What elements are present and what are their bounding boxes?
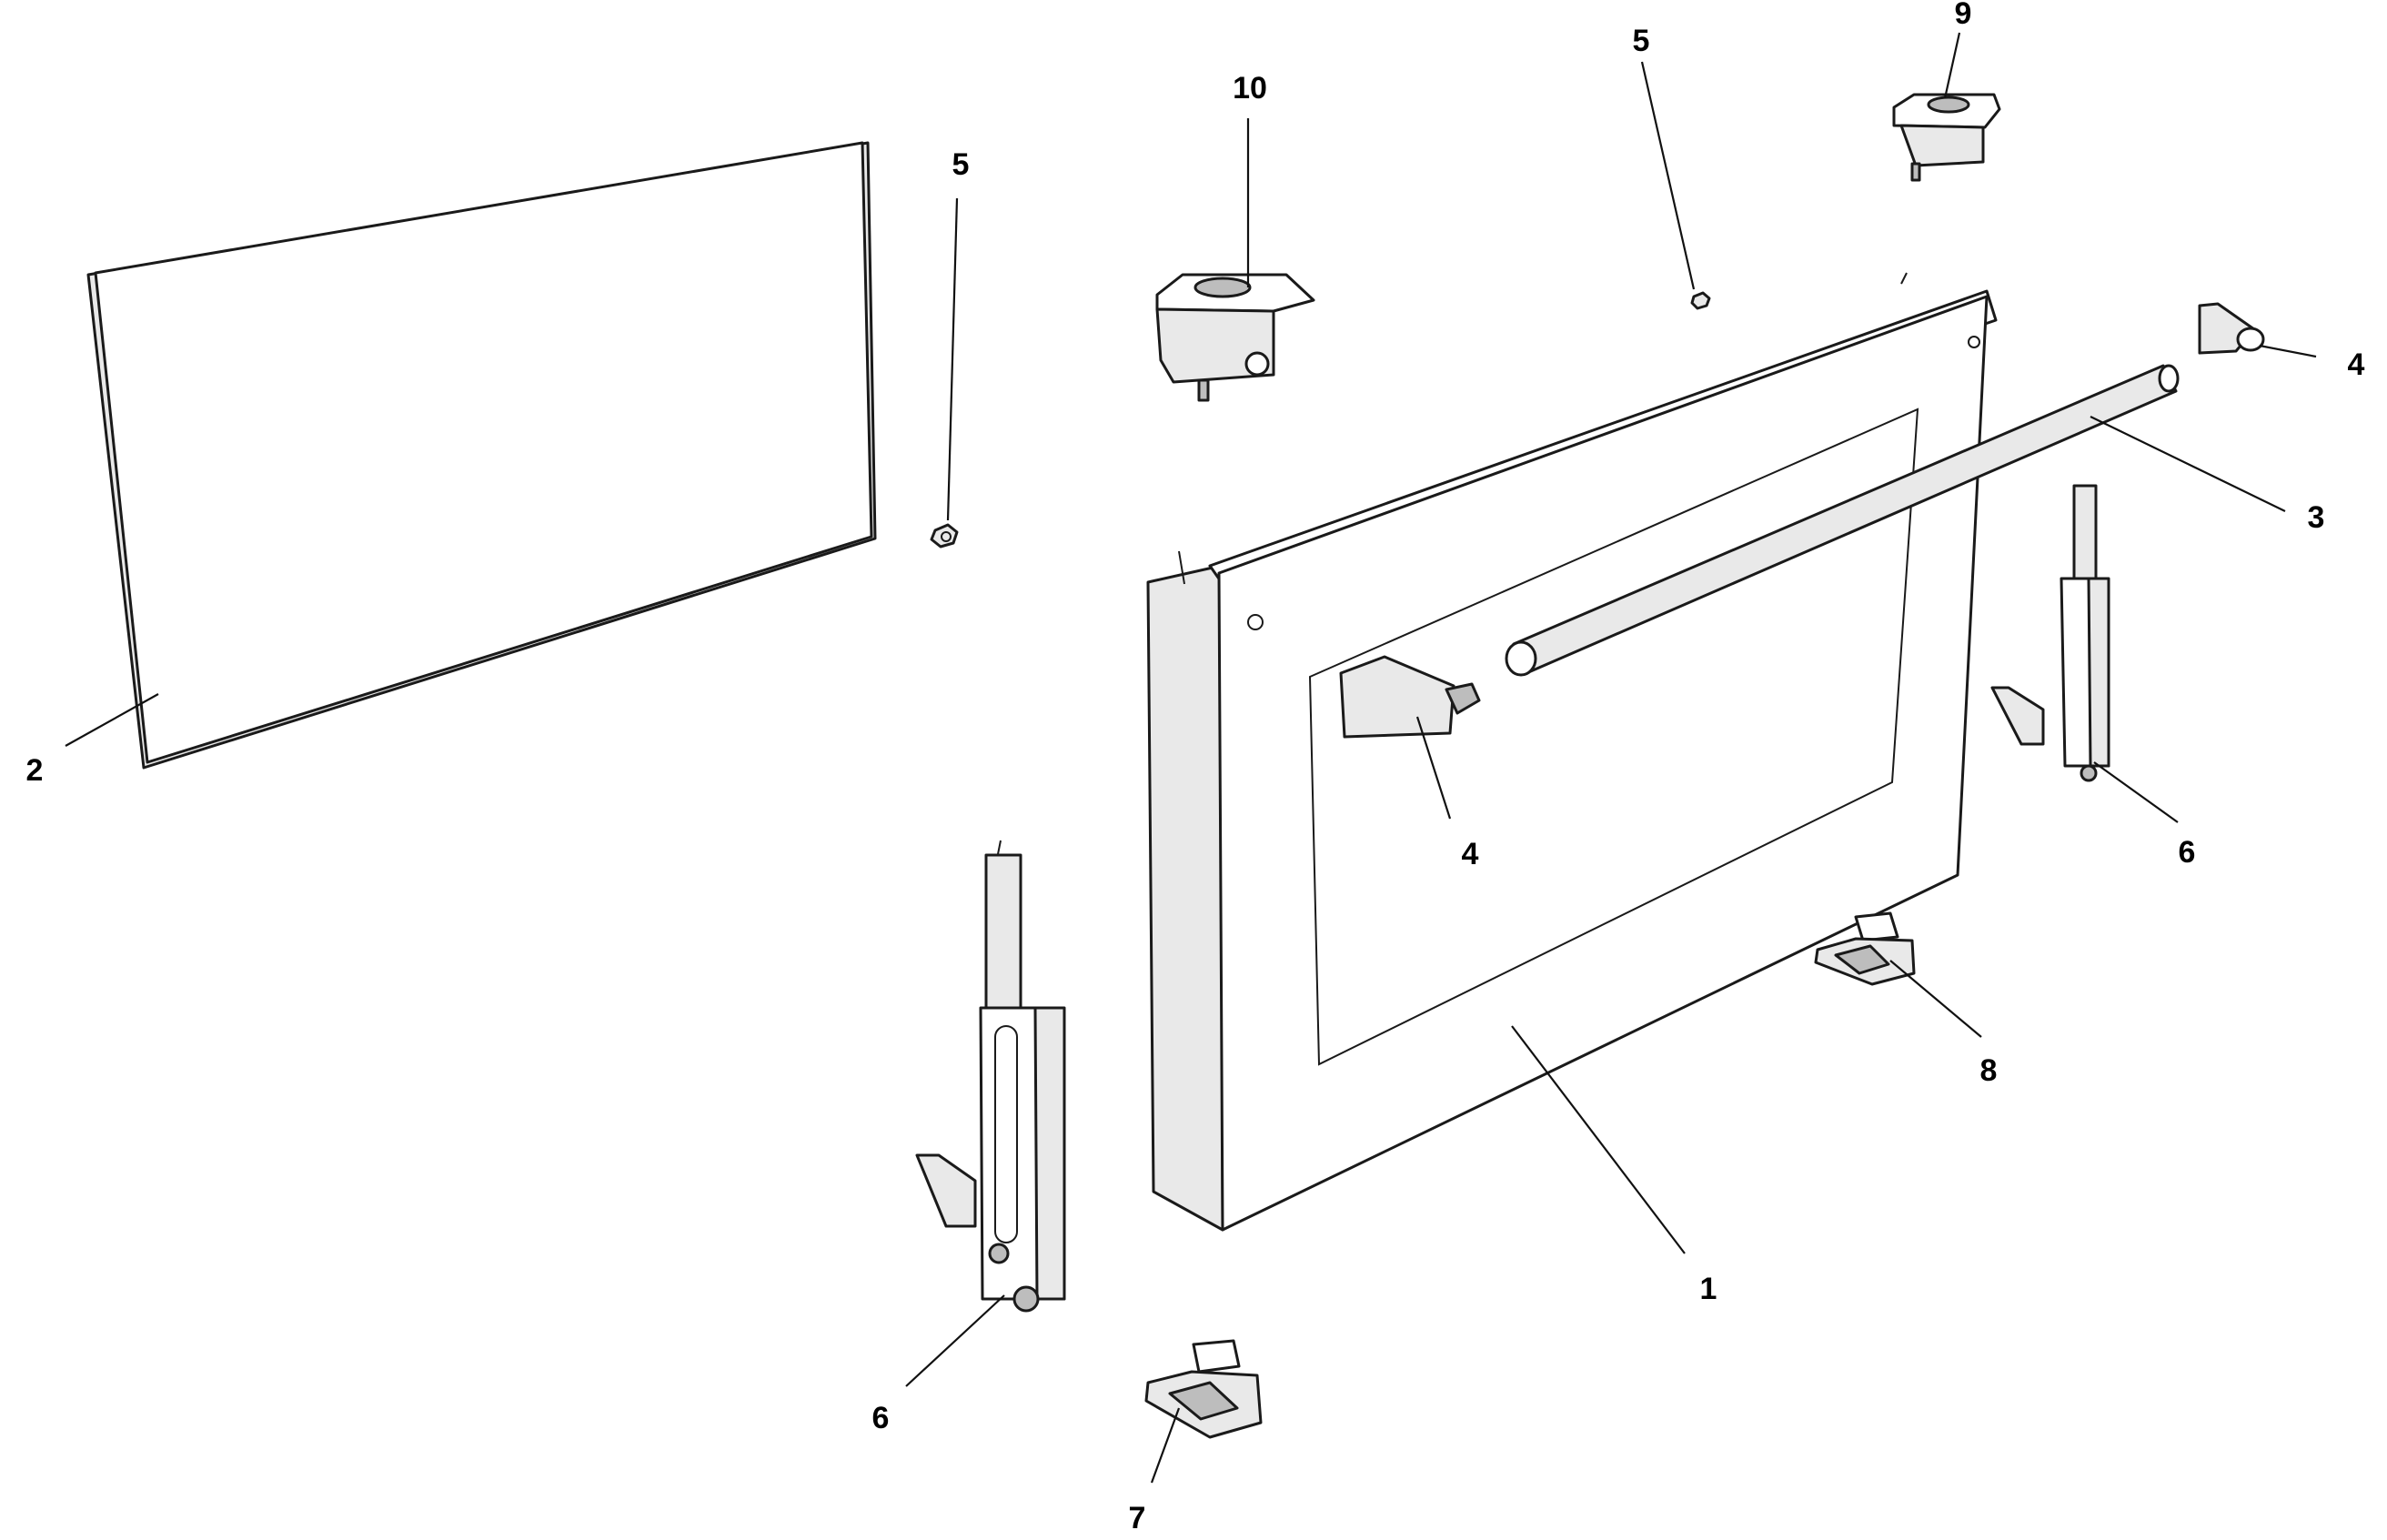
leader-6-right — [2093, 761, 2179, 823]
callout-10: 10 — [1233, 71, 1267, 106]
handle-end-cap-part-4-upper — [2198, 302, 2265, 355]
callout-6-right: 6 — [2179, 835, 2196, 870]
hinge-assembly-part-6-right — [1990, 484, 2110, 782]
clip-part-5-top — [1690, 291, 1711, 310]
callout-4-upper: 4 — [2348, 347, 2365, 382]
leader-4-upper — [2259, 344, 2317, 358]
callout-3: 3 — [2308, 500, 2325, 535]
callout-8: 8 — [1980, 1053, 1998, 1088]
leader-2 — [65, 693, 159, 747]
callout-9: 9 — [1955, 0, 1972, 31]
callout-5-top: 5 — [1633, 24, 1650, 58]
handle-rod-part-3 — [1505, 364, 2180, 677]
leader-5-top — [1640, 61, 1696, 290]
door-frame-part-1 — [1146, 272, 1998, 1232]
callout-labels: 1 2 3 4 4 5 5 6 6 7 8 9 10 — [26, 0, 2365, 1535]
callout-1: 1 — [1700, 1272, 1717, 1306]
leader-1 — [1511, 1025, 1686, 1254]
leader-7 — [1150, 1407, 1181, 1484]
callout-2: 2 — [26, 753, 44, 788]
leader-5-left — [946, 197, 959, 521]
leader-3 — [2090, 416, 2286, 512]
leader-8 — [1889, 960, 1982, 1038]
clip-part-5-left — [930, 523, 959, 549]
leader-9 — [1943, 32, 1961, 99]
callout-5-left: 5 — [952, 147, 970, 182]
leader-4-lower — [1415, 716, 1452, 820]
clip-bracket-part-7 — [1144, 1339, 1263, 1439]
leader-lines — [65, 32, 2317, 1484]
hinge-bracket-part-10 — [1155, 273, 1315, 402]
glass-panel-part-2 — [86, 141, 877, 770]
leader-6-left — [905, 1294, 1005, 1387]
clip-bracket-part-8 — [1814, 911, 1916, 986]
callout-4-lower: 4 — [1462, 837, 1479, 871]
hinge-bracket-part-9 — [1892, 93, 2001, 182]
hinge-assembly-part-6-left — [915, 840, 1066, 1313]
handle-end-cap-part-4-lower — [1339, 655, 1481, 739]
callout-7: 7 — [1129, 1501, 1146, 1535]
callout-6-left: 6 — [872, 1401, 890, 1435]
